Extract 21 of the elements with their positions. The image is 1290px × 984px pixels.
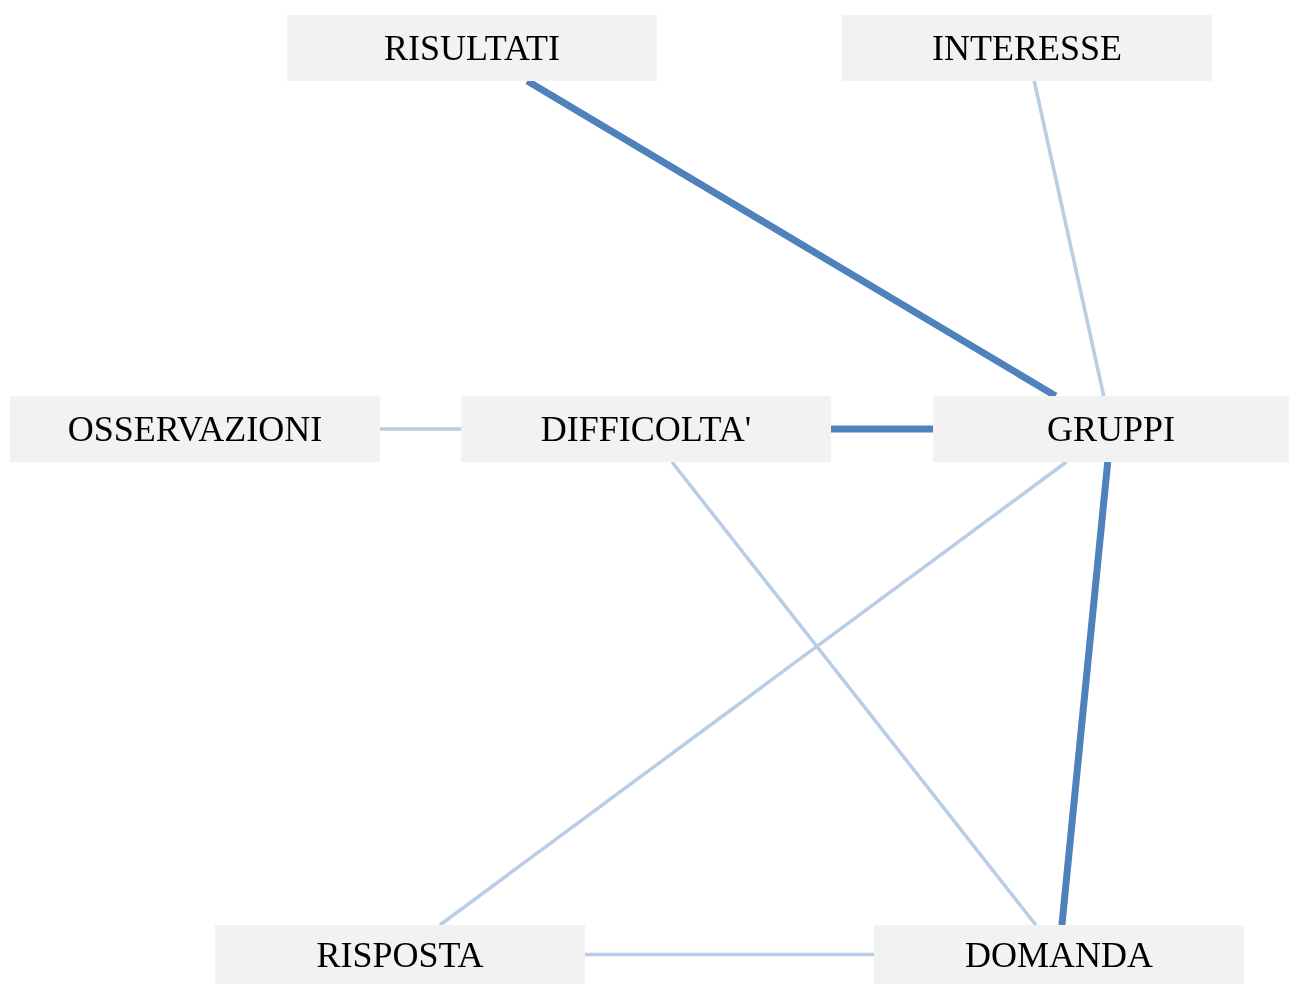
connector-line [585,952,874,957]
term-box [215,925,585,984]
connector-line [380,427,461,431]
term-label: DOMANDA [965,933,1153,976]
term-label: RISPOSTA [316,933,484,976]
connector-line [438,460,1068,927]
term-box [287,15,657,81]
term-label: GRUPPI [1046,408,1175,450]
term-box [461,396,831,462]
term-box [874,925,1244,984]
term-box [842,15,1212,81]
connector-line [670,460,1038,927]
term-label: DIFFICOLTA' [540,408,752,450]
connector-line [1058,461,1112,926]
connector-line [1032,80,1106,397]
term-label: RISULTATI [384,27,560,69]
connector-line [831,425,933,433]
term-box [10,396,380,462]
term-label: OSSERVAZIONI [67,408,323,450]
term-label: INTERESSE [932,27,1122,69]
term-box [933,396,1289,462]
